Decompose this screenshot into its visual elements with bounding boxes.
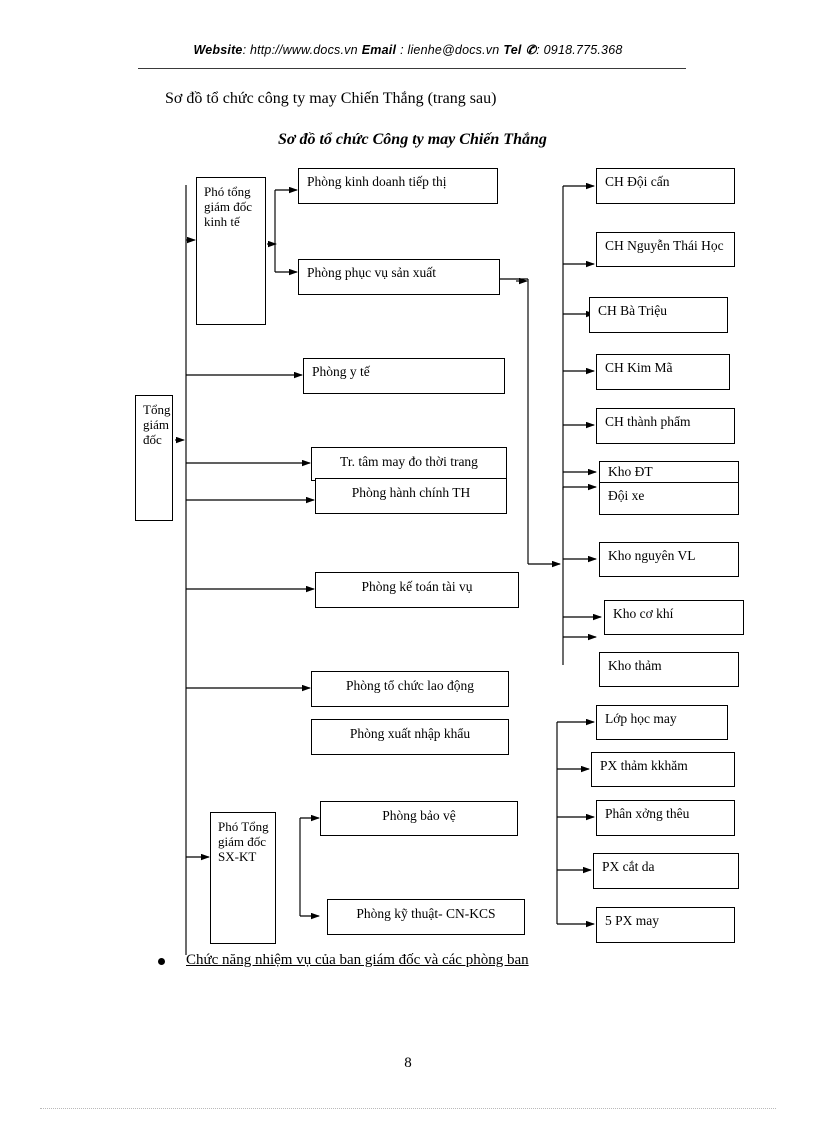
- header-email-value: : lienhe@docs.vn: [400, 43, 500, 57]
- org-chart: Tổng giám đốc Phó tổng giám đốc kinh tế …: [135, 168, 744, 955]
- node-phan-xuong-theu[interactable]: Phân xởng thêu: [596, 800, 735, 836]
- page-number: 8: [404, 1055, 412, 1071]
- node-phong-y-te[interactable]: Phòng y tế: [303, 358, 505, 394]
- node-phong-ke-toan-tai-vu[interactable]: Phòng kế toán tài vụ: [315, 572, 519, 608]
- node-phong-to-chuc-lao-dong[interactable]: Phòng tổ chức lao động: [311, 671, 509, 707]
- node-phong-kinh-doanh-tiep-thi[interactable]: Phòng kinh doanh tiếp thị: [298, 168, 498, 204]
- node-tong-giam-doc[interactable]: Tổng giám đốc: [135, 395, 173, 521]
- node-phong-bao-ve[interactable]: Phòng bảo vệ: [320, 801, 518, 836]
- node-px-cat-da[interactable]: PX cắt da: [593, 853, 739, 889]
- diagram-title: Sơ đồ tổ chức Công ty may Chiến Thắng: [278, 131, 547, 148]
- node-kho-nguyen-vl[interactable]: Kho nguyên VL: [599, 542, 739, 577]
- footer-divider: [40, 1108, 776, 1109]
- node-ch-thanh-pham[interactable]: CH thành phẩm: [596, 408, 735, 444]
- node-kho-co-khi[interactable]: Kho cơ khí: [604, 600, 744, 635]
- node-phong-xuat-nhap-khau[interactable]: Phòng xuất nhập khẩu: [311, 719, 509, 755]
- node-phong-phuc-vu-san-xuat[interactable]: Phòng phục vụ sản xuất: [298, 259, 500, 295]
- node-kho-tham[interactable]: Kho thảm: [599, 652, 739, 687]
- node-kho-dt[interactable]: Kho ĐT: [599, 461, 739, 483]
- node-doi-xe[interactable]: Đội xe: [599, 482, 739, 515]
- node-ch-kim-ma[interactable]: CH Kim Mã: [596, 354, 730, 390]
- header-website-value: : http://www.docs.vn: [242, 43, 358, 57]
- page-title: Sơ đồ tổ chức công ty may Chiến Thắng (t…: [165, 90, 497, 107]
- header-divider: [138, 68, 686, 69]
- node-tr-tam-may-do-thoi-trang[interactable]: Tr. tâm may đo thời trang: [311, 447, 507, 481]
- header-tel-label: Tel: [503, 43, 522, 57]
- header-email-label: Email: [361, 43, 397, 57]
- header-website-label: Website: [193, 43, 243, 57]
- telephone-icon: ✆: [525, 43, 537, 57]
- node-pho-tong-giam-doc-kinh-te[interactable]: Phó tổng giám đốc kinh tế: [196, 177, 266, 325]
- node-lop-hoc-may[interactable]: Lớp học may: [596, 705, 728, 740]
- bullet-heading: Chức năng nhiệm vụ của ban giám đốc và c…: [186, 952, 529, 968]
- node-5-px-may[interactable]: 5 PX may: [596, 907, 735, 943]
- node-pho-tong-giam-doc-sx-kt[interactable]: Phó Tổng giám đốc SX-KT: [210, 812, 276, 944]
- node-phong-hanh-chinh-th[interactable]: Phòng hành chính TH: [315, 478, 507, 514]
- connector-lines: [175, 182, 602, 955]
- node-phong-ky-thuat-cn-kcs[interactable]: Phòng kỹ thuật- CN-KCS: [327, 899, 525, 935]
- node-ch-doi-can[interactable]: CH Đội cấn: [596, 168, 735, 204]
- node-px-tham-kkham[interactable]: PX thảm kkhăm: [591, 752, 735, 787]
- header-tel-value: : 0918.775.368: [536, 43, 623, 57]
- node-ch-nguyen-thai-hoc[interactable]: CH Nguyễn Thái Học: [596, 232, 735, 267]
- node-ch-ba-trieu[interactable]: CH Bà Triệu: [589, 297, 728, 333]
- bullet-marker-icon: [158, 958, 165, 965]
